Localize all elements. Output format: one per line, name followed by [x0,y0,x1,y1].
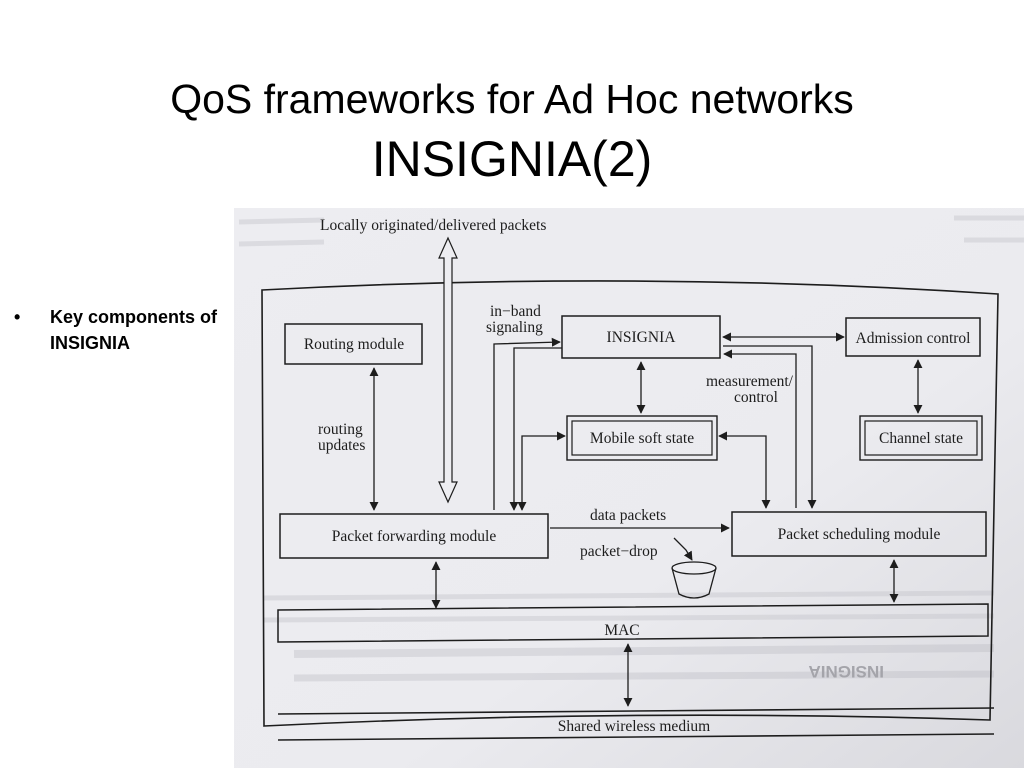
mobile-soft-state-outer-box [566,415,718,461]
routing-module-label: Routing module [304,336,404,353]
channel-state-inner-box [864,420,978,456]
packet-scheduling-box [731,511,987,557]
mac-box [277,603,989,643]
insignia-label: INSIGNIA [607,329,677,346]
packet-drop-label: packet−drop [580,543,658,560]
medium-line-top [277,707,995,715]
control-label: control [734,389,778,406]
packet-drop-arrow [673,537,693,561]
packet-forwarding-label: Packet forwarding module [332,528,497,545]
diagram-photo: INSIGNIA Locally originated/delivered pa… [234,208,1024,768]
channel-state-outer-box [859,415,983,461]
paper-background [234,208,1024,768]
data-packets-label: data packets [590,507,666,524]
signaling-label: signaling [486,319,543,336]
slide-subtitle: INSIGNIA(2) [371,131,653,187]
mobile-soft-state-inner-box [571,420,713,456]
mac-label: MAC [604,622,639,639]
drop-bucket-icon [671,561,717,599]
medium-line-bottom [277,733,995,741]
softstate-to-scheduling-arrow [718,431,771,509]
local-packets-arrow [438,236,458,504]
insignia-box [561,315,721,359]
channel-state-label: Channel state [879,430,963,447]
softstate-to-forwarding-arrow [517,431,566,511]
mobile-soft-state-label: Mobile soft state [590,430,694,447]
bullet-marker: • [14,307,21,327]
shared-medium-label: Shared wireless medium [558,718,710,735]
show-through-text-line [293,644,995,658]
inverted-heading-text: INSIGNIA [808,662,884,681]
bullet-text: Key components of INSIGNIA [50,307,218,353]
routing-label: routing [318,421,363,438]
show-through-text-line [293,670,995,682]
inband-label: in−band [490,303,541,320]
locally-originated-label: Locally originated/delivered packets [320,217,546,234]
admission-control-box [845,317,981,357]
insignia-to-scheduling-arrow [723,345,817,509]
insignia-to-forwarding-arrow [509,347,562,511]
updates-label: updates [318,437,365,454]
show-through-text [238,215,1024,623]
packet-scheduling-label: Packet scheduling module [778,526,941,543]
routing-module-box [284,323,423,365]
admission-control-label: Admission control [856,330,971,347]
slide-title: QoS frameworks for Ad Hoc networks [170,76,854,122]
packet-forwarding-box [279,513,549,559]
measurement-label: measurement/ [706,373,794,390]
inband-signaling-arrow [493,337,561,510]
scheduling-to-insignia-arrow [723,349,797,508]
insignia-architecture-diagram: INSIGNIA Locally originated/delivered pa… [234,208,1024,768]
outer-frame [261,280,999,727]
